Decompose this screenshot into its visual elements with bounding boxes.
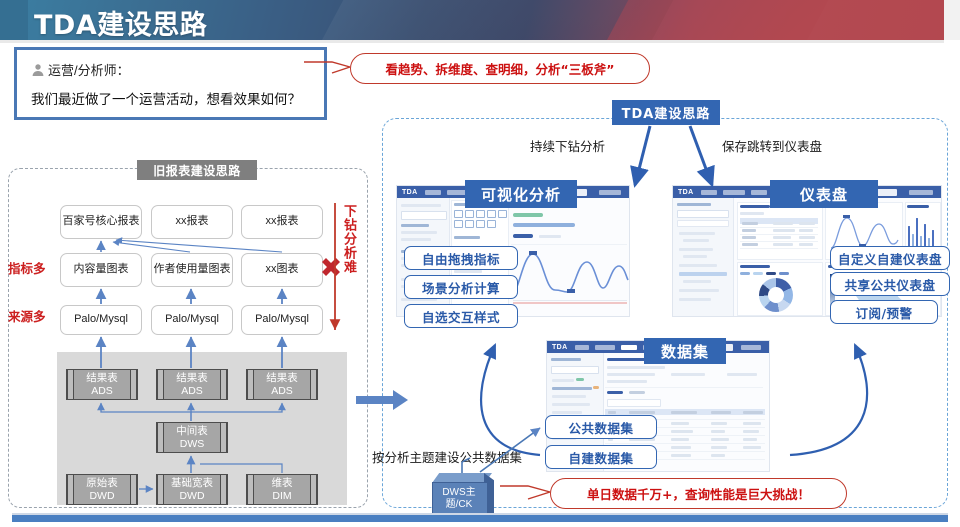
speaker-quote-box: 运营/分析师： 我们最近做了一个运营活动，想看效果如何？ <box>14 47 327 120</box>
page-title: TDA建设思路 <box>34 10 208 41</box>
viz-feature-1[interactable]: 自由拖拽指标 <box>404 246 518 270</box>
report-box-2[interactable]: xx报表 <box>151 205 233 239</box>
viz-app-logo: TDA <box>402 188 418 196</box>
footer-bar <box>12 515 948 522</box>
slide-header <box>0 0 960 40</box>
dataset-feature-1[interactable]: 公共数据集 <box>545 415 657 439</box>
tda-approach-tag: TDA建设思路 <box>612 100 720 125</box>
db-box-2[interactable]: Palo/Mysql <box>151 305 233 335</box>
drill-difficulty-note: 下钻分析难 <box>341 204 357 274</box>
dataset-app-logo: TDA <box>552 343 568 351</box>
chart-box-1[interactable]: 内容量图表 <box>60 253 142 287</box>
person-icon <box>31 63 45 80</box>
arrow-label-drill: 持续下钻分析 <box>530 140 606 154</box>
db-box-3[interactable]: Palo/Mysql <box>241 305 323 335</box>
chart-box-2[interactable]: 作者使用量图表 <box>151 253 233 287</box>
report-box-1-label: 百家号核心报表 <box>62 215 140 228</box>
dashboard-donut-chart-icon <box>759 278 793 312</box>
red-x-icon <box>318 255 344 286</box>
callout-bottom: 单日数据千万+，查询性能是巨大挑战！ <box>550 478 847 509</box>
dashboard-feature-1[interactable]: 自定义自建仪表盘 <box>830 246 950 270</box>
viz-section-tag: 可视化分析 <box>465 180 577 208</box>
arrow-label-save: 保存跳转到仪表盘 <box>722 140 823 154</box>
dws-source-cube: DWS主题/CK <box>424 473 500 517</box>
header-left-block <box>0 0 28 40</box>
footer-line <box>12 513 948 515</box>
header-underline <box>0 40 944 43</box>
callout-top: 看趋势、拆维度、查明细，分析“三板斧” <box>350 53 650 84</box>
chart-box-1-label: 内容量图表 <box>73 263 129 276</box>
chart-box-3-label: xx图表 <box>265 263 299 276</box>
dataset-section-tag: 数据集 <box>644 338 726 364</box>
dashboard-feature-3[interactable]: 订阅/预警 <box>830 300 938 324</box>
dashboard-app-logo: TDA <box>678 188 694 196</box>
chart-box-2-label: 作者使用量图表 <box>153 263 231 276</box>
side-label-sources: 来源多 <box>8 309 46 324</box>
dataset-feature-2[interactable]: 自建数据集 <box>545 445 657 469</box>
db-box-1-label: Palo/Mysql <box>74 313 128 326</box>
speaker-question: 我们最近做了一个运营活动，想看效果如何？ <box>31 92 301 107</box>
viz-feature-3[interactable]: 自选交互样式 <box>404 304 518 328</box>
report-box-3[interactable]: xx报表 <box>241 205 323 239</box>
side-label-metrics: 指标多 <box>8 261 46 276</box>
dashboard-section-tag: 仪表盘 <box>770 180 878 208</box>
dataset-note: 按分析主题建设公共数据集 <box>372 451 523 465</box>
db-box-1[interactable]: Palo/Mysql <box>60 305 142 335</box>
legacy-panel-tag: 旧报表建设思路 <box>137 160 257 180</box>
db-box-3-label: Palo/Mysql <box>255 313 309 326</box>
speaker-role-line: 运营/分析师： <box>31 60 130 80</box>
db-box-2-label: Palo/Mysql <box>165 313 219 326</box>
report-box-2-label: xx报表 <box>175 215 209 228</box>
report-box-3-label: xx报表 <box>265 215 299 228</box>
speaker-role-text: 运营/分析师： <box>48 63 130 78</box>
viz-feature-2[interactable]: 场景分析计算 <box>404 275 518 299</box>
viz-line-chart-icon <box>512 251 629 293</box>
report-box-1[interactable]: 百家号核心报表 <box>60 205 142 239</box>
dashboard-feature-2[interactable]: 共享公共仪表盘 <box>830 272 950 296</box>
dws-cube-label: DWS主题/CK <box>442 487 476 510</box>
chart-box-3[interactable]: xx图表 <box>241 253 323 287</box>
header-shape-right <box>596 0 834 40</box>
